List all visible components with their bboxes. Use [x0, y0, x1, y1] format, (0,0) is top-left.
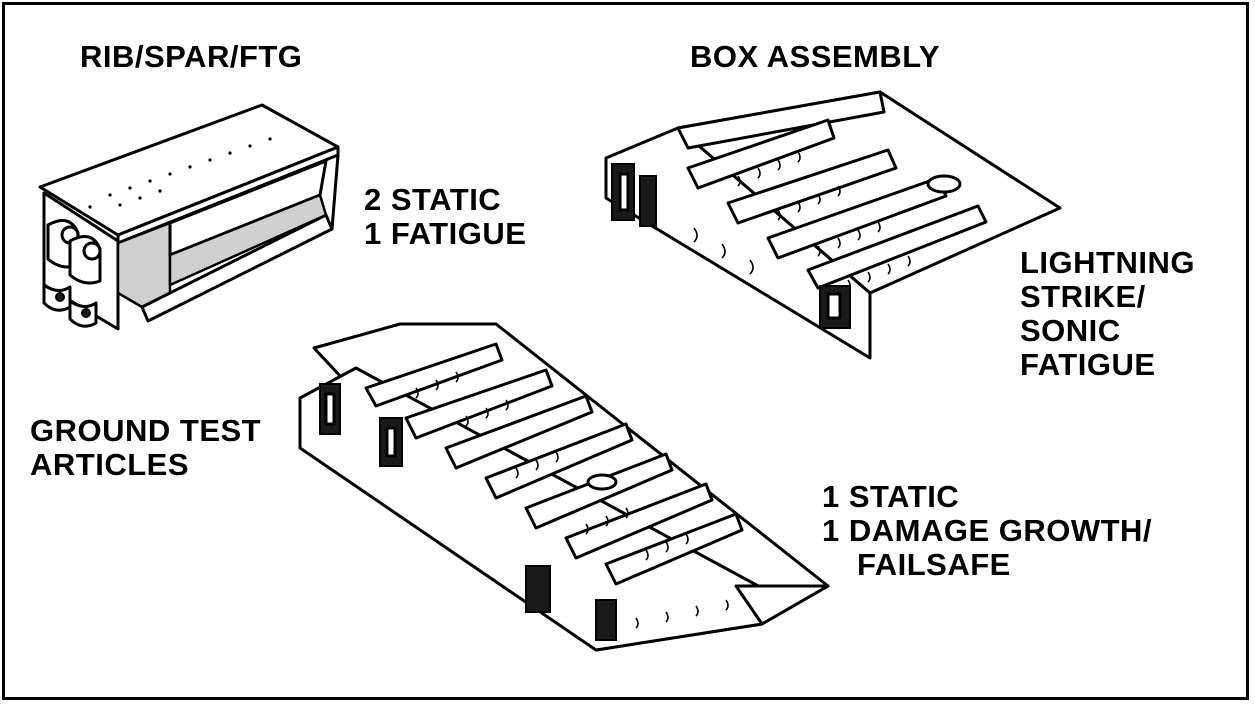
ground-test-line: 1 DAMAGE GROWTH/	[822, 513, 1153, 548]
article-rib-holes	[415, 371, 729, 629]
box-test-line: SONIC	[1020, 313, 1121, 348]
box-test-line: LIGHTNING	[1020, 245, 1195, 280]
box-assembly-title: BOX ASSEMBLY	[690, 39, 941, 74]
ground-test-line: 1 STATIC	[822, 479, 960, 514]
box-ribs	[686, 118, 988, 290]
rib-test-line: 1 FATIGUE	[364, 216, 527, 251]
ground-test-line: FAILSAFE	[857, 547, 1011, 582]
rib-test-line: 2 STATIC	[364, 182, 502, 217]
box-rear-spar	[676, 90, 886, 150]
lug-fittings	[42, 219, 102, 328]
rib-spar-ftg-title: RIB/SPAR/FTG	[80, 39, 303, 74]
box-assembly-drawing	[604, 90, 1062, 360]
ground-test-articles-label: GROUND TEST ARTICLES	[30, 414, 261, 482]
box-front-spar	[604, 126, 872, 360]
box-end-fittings	[611, 163, 962, 329]
article-fittings	[319, 383, 618, 641]
box-test-line: STRIKE/	[1020, 279, 1146, 314]
rib-tests-label: 2 STATIC 1 FATIGUE	[364, 183, 526, 251]
ground-tests-label: 1 STATIC 1 DAMAGE GROWTH/ FAILSAFE	[822, 480, 1152, 582]
ground-test-article-drawing	[298, 322, 830, 652]
spar-web	[168, 193, 328, 287]
ground-test-line: ARTICLES	[30, 447, 189, 482]
rib-spar-fitting-drawing	[38, 103, 340, 331]
article-ribs	[364, 342, 744, 586]
rivet-row	[88, 137, 272, 209]
rib-holes	[693, 151, 911, 291]
article-tip-taper	[734, 584, 830, 626]
box-tests-label: LIGHTNING STRIKE/ SONIC FATIGUE	[1020, 246, 1195, 382]
box-test-line: FATIGUE	[1020, 347, 1156, 382]
ground-test-line: GROUND TEST	[30, 413, 262, 448]
